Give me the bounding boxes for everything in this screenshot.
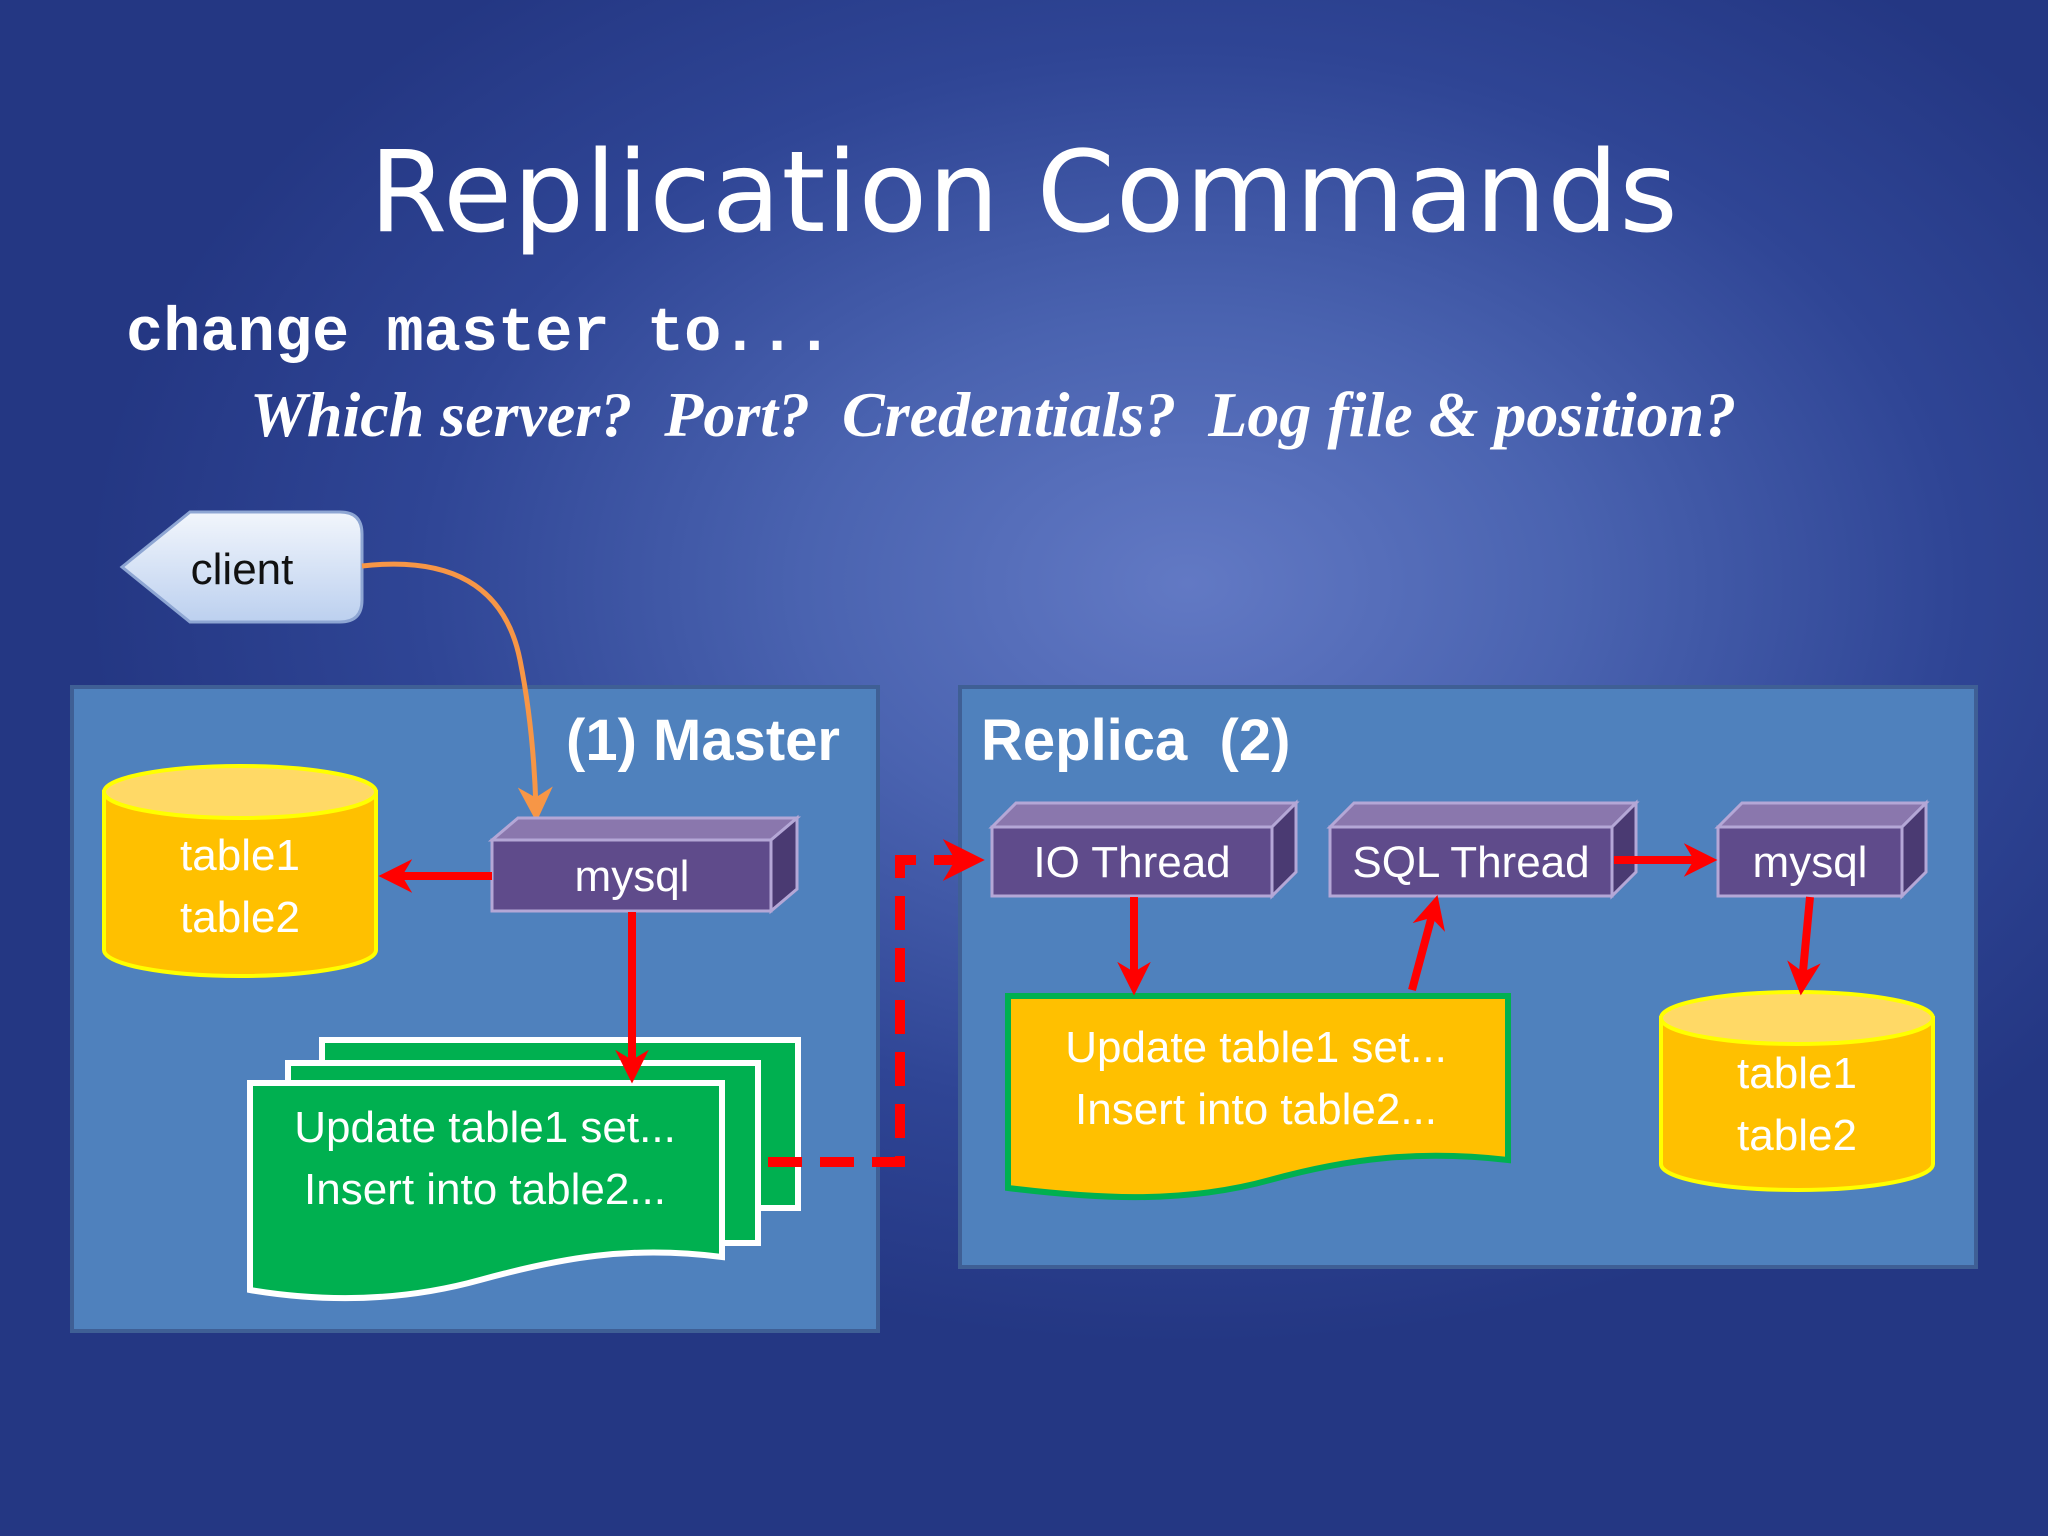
client-label: client xyxy=(191,545,294,594)
relay-log: Update table1 set... Insert into table2.… xyxy=(1005,993,1511,1201)
master-table-2: table2 xyxy=(180,893,300,942)
client-node[interactable]: client xyxy=(119,510,364,624)
slide-title: Replication Commands xyxy=(369,128,1679,258)
replica-table-1: table1 xyxy=(1737,1049,1857,1098)
replica-mysql-label: mysql xyxy=(1753,838,1868,887)
client-to-mysql-arrow xyxy=(361,561,553,822)
relay-line-2: Insert into table2... xyxy=(1075,1085,1437,1134)
master-title: (1) Master xyxy=(566,708,840,773)
sql-thread-box[interactable]: SQL Thread xyxy=(1326,799,1640,900)
io-thread-box[interactable]: IO Thread xyxy=(988,799,1300,900)
replica-table-2: table2 xyxy=(1737,1111,1857,1160)
master-binlog-stack: Update table1 set... Insert into table2.… xyxy=(247,1037,801,1302)
mysql-to-replica-tables-arrow xyxy=(1787,896,1821,996)
binlog-line-1: Update table1 set... xyxy=(294,1103,676,1152)
binlog-to-io-thread-arrow xyxy=(768,839,985,1167)
command-text: change master to... xyxy=(126,298,833,369)
relay-to-sql-thread-arrow xyxy=(1408,895,1446,992)
binlog-line-2: Insert into table2... xyxy=(304,1165,666,1214)
questions-text: Which server? Port? Credentials? Log fil… xyxy=(250,379,1737,450)
master-mysql-label: mysql xyxy=(575,852,690,901)
replica-tables-cylinder: table1 table2 xyxy=(1659,990,1935,1192)
replica-title: Replica (2) xyxy=(981,708,1290,773)
replica-mysql-box[interactable]: mysql xyxy=(1714,799,1930,900)
master-table-1: table1 xyxy=(180,831,300,880)
io-thread-label: IO Thread xyxy=(1033,838,1230,887)
sql-thread-label: SQL Thread xyxy=(1352,838,1589,887)
master-tables-cylinder: table1 table2 xyxy=(102,764,378,978)
relay-line-1: Update table1 set... xyxy=(1065,1023,1447,1072)
master-mysql-box[interactable]: mysql xyxy=(487,814,802,915)
